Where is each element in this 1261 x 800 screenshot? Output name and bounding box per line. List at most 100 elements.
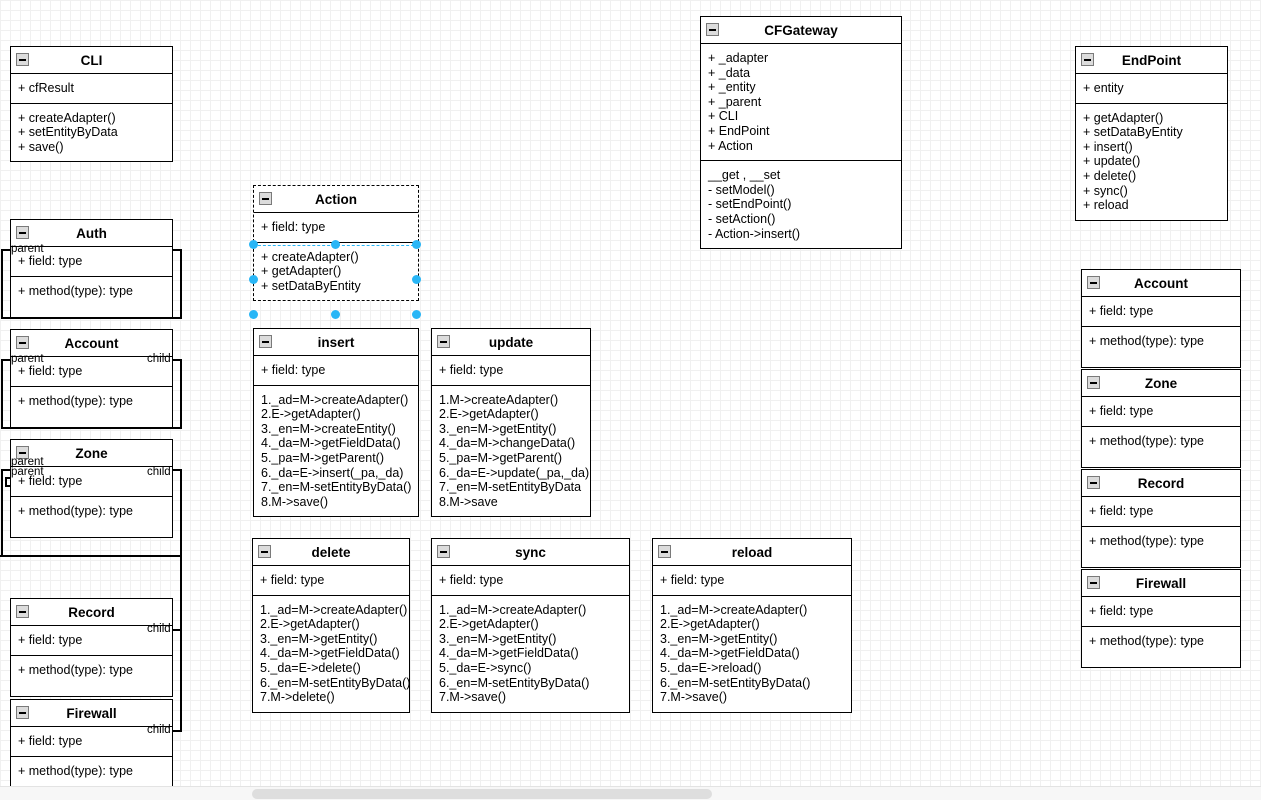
method-row: 6._da=E->insert(_pa,_da) (261, 465, 404, 480)
horizontal-scrollbar-thumb[interactable] (252, 789, 712, 799)
uml-class-record-left[interactable]: Record+ field: type+ method(type): type (10, 598, 173, 697)
methods-compartment: 1._ad=M->createAdapter()2.E->getAdapter(… (432, 595, 629, 712)
method-row: 1.M->createAdapter() (439, 392, 559, 407)
selection-handle-h-br[interactable] (412, 310, 421, 319)
uml-class-firewall-left[interactable]: Firewall+ field: type+ method(type): typ… (10, 699, 173, 798)
method-row: 2.E->getAdapter() (260, 617, 360, 632)
method-row: 1._ad=M->createAdapter() (260, 602, 408, 617)
method-row: 1._ad=M->createAdapter() (261, 392, 409, 407)
uml-class-account-right[interactable]: Account+ field: type+ method(type): type (1081, 269, 1241, 368)
method-row: 7.M->save() (660, 690, 728, 705)
attribute-row: + _data (708, 65, 751, 80)
method-row: 3._en=M->getEntity() (260, 631, 378, 646)
collapse-minus-icon[interactable] (1087, 576, 1100, 589)
class-name: update (488, 335, 534, 350)
collapse-minus-icon[interactable] (1081, 53, 1094, 66)
horizontal-scrollbar-track[interactable] (0, 786, 1261, 800)
uml-class-record-right[interactable]: Record+ field: type+ method(type): type (1081, 469, 1241, 568)
selection-handle-h-tr[interactable] (412, 240, 421, 249)
attribute-row: + _entity (708, 80, 756, 95)
class-header-update: update (432, 329, 590, 356)
attributes-compartment: + cfResult (11, 74, 172, 104)
method-row: + createAdapter() (18, 110, 116, 125)
uml-class-cfgateway[interactable]: CFGateway+ _adapter+ _data+ _entity+ _pa… (700, 16, 902, 250)
class-header-cfgateway: CFGateway (701, 17, 901, 44)
selection-handle-h-tl[interactable] (249, 240, 258, 249)
class-header-reload: reload (653, 539, 851, 566)
collapse-minus-icon[interactable] (259, 335, 272, 348)
selection-handle-h-ml[interactable] (249, 275, 258, 284)
attributes-compartment: + field: type (653, 566, 851, 596)
method-row: 3._en=M->getEntity() (439, 421, 557, 436)
class-name: Firewall (66, 706, 117, 721)
collapse-minus-icon[interactable] (437, 545, 450, 558)
collapse-minus-icon[interactable] (16, 446, 29, 459)
uml-class-cli[interactable]: CLI+ cfResult+ createAdapter()+ setEntit… (10, 46, 173, 163)
methods-compartment: + getAdapter()+ setDataByEntity+ insert(… (1076, 103, 1227, 220)
collapse-minus-icon[interactable] (16, 226, 29, 239)
attributes-compartment: + field: type (253, 566, 409, 596)
class-name: Zone (75, 446, 108, 461)
method-row: __get , __set (708, 168, 781, 183)
attribute-row: + field: type (1089, 304, 1154, 318)
collapse-minus-icon[interactable] (1087, 476, 1100, 489)
methods-compartment: 1.M->createAdapter()2.E->getAdapter()3._… (432, 385, 590, 517)
class-name: Firewall (1135, 576, 1187, 591)
uml-class-endpoint[interactable]: EndPoint+ entity+ getAdapter()+ setDataB… (1075, 46, 1228, 221)
uml-class-firewall-right[interactable]: Firewall+ field: type+ method(type): typ… (1081, 569, 1241, 668)
method-row: 7.M->delete() (260, 690, 335, 705)
attributes-compartment: + field: type (254, 356, 418, 386)
collapse-minus-icon[interactable] (1087, 276, 1100, 289)
method-row: + save() (18, 139, 64, 154)
method-row: 3._en=M->getEntity() (439, 631, 557, 646)
method-row: 3._en=M->createEntity() (261, 421, 396, 436)
selection-handle-h-bl[interactable] (249, 310, 258, 319)
collapse-minus-icon[interactable] (16, 336, 29, 349)
class-header-record-right: Record (1082, 470, 1240, 497)
method-row: + method(type): type (18, 662, 133, 677)
collapse-minus-icon[interactable] (1087, 376, 1100, 389)
methods-compartment: + createAdapter()+ setEntityByData+ save… (11, 103, 172, 162)
method-row: 2.E->getAdapter() (261, 407, 361, 422)
selection-handle-h-tc[interactable] (331, 240, 340, 249)
attributes-compartment: + field: type (11, 727, 172, 757)
class-name: Zone (1144, 376, 1178, 391)
method-row: + setDataByEntity (261, 278, 361, 293)
collapse-minus-icon[interactable] (437, 335, 450, 348)
attribute-row: + field: type (1089, 504, 1154, 518)
uml-class-zone-right[interactable]: Zone+ field: type+ method(type): type (1081, 369, 1241, 468)
collapse-minus-icon[interactable] (16, 53, 29, 66)
selection-handle-h-mr[interactable] (412, 275, 421, 284)
collapse-minus-icon[interactable] (258, 545, 271, 558)
method-row: 8.M->save (439, 494, 498, 509)
uml-class-zone-left[interactable]: Zone+ field: type+ method(type): type (10, 439, 173, 538)
class-name: Account (64, 336, 119, 351)
class-header-account-right: Account (1082, 270, 1240, 297)
attribute-row: + field: type (261, 220, 326, 234)
method-row: - setAction() (708, 211, 776, 226)
uml-class-auth[interactable]: Auth+ field: type+ method(type): type (10, 219, 173, 318)
attribute-row: + field: type (18, 254, 83, 268)
uml-class-account-left[interactable]: Account+ field: type+ method(type): type (10, 329, 173, 428)
method-row: 5._da=E->sync() (439, 660, 532, 675)
edge-label-account-child: child (147, 353, 171, 365)
selection-handle-h-bc[interactable] (331, 310, 340, 319)
uml-class-action[interactable]: Action+ field: type+ createAdapter()+ ge… (253, 185, 419, 302)
collapse-minus-icon[interactable] (16, 706, 29, 719)
method-row: 2.E->getAdapter() (439, 407, 539, 422)
collapse-minus-icon[interactable] (16, 605, 29, 618)
collapse-minus-icon[interactable] (706, 23, 719, 36)
method-row: 7.M->save() (439, 690, 507, 705)
attributes-compartment: + field: type (1082, 397, 1240, 427)
method-row: - setModel() (708, 182, 775, 197)
collapse-minus-icon[interactable] (259, 192, 272, 205)
collapse-minus-icon[interactable] (658, 545, 671, 558)
attribute-row: + _adapter (708, 51, 769, 65)
attribute-row: + field: type (1089, 404, 1154, 418)
